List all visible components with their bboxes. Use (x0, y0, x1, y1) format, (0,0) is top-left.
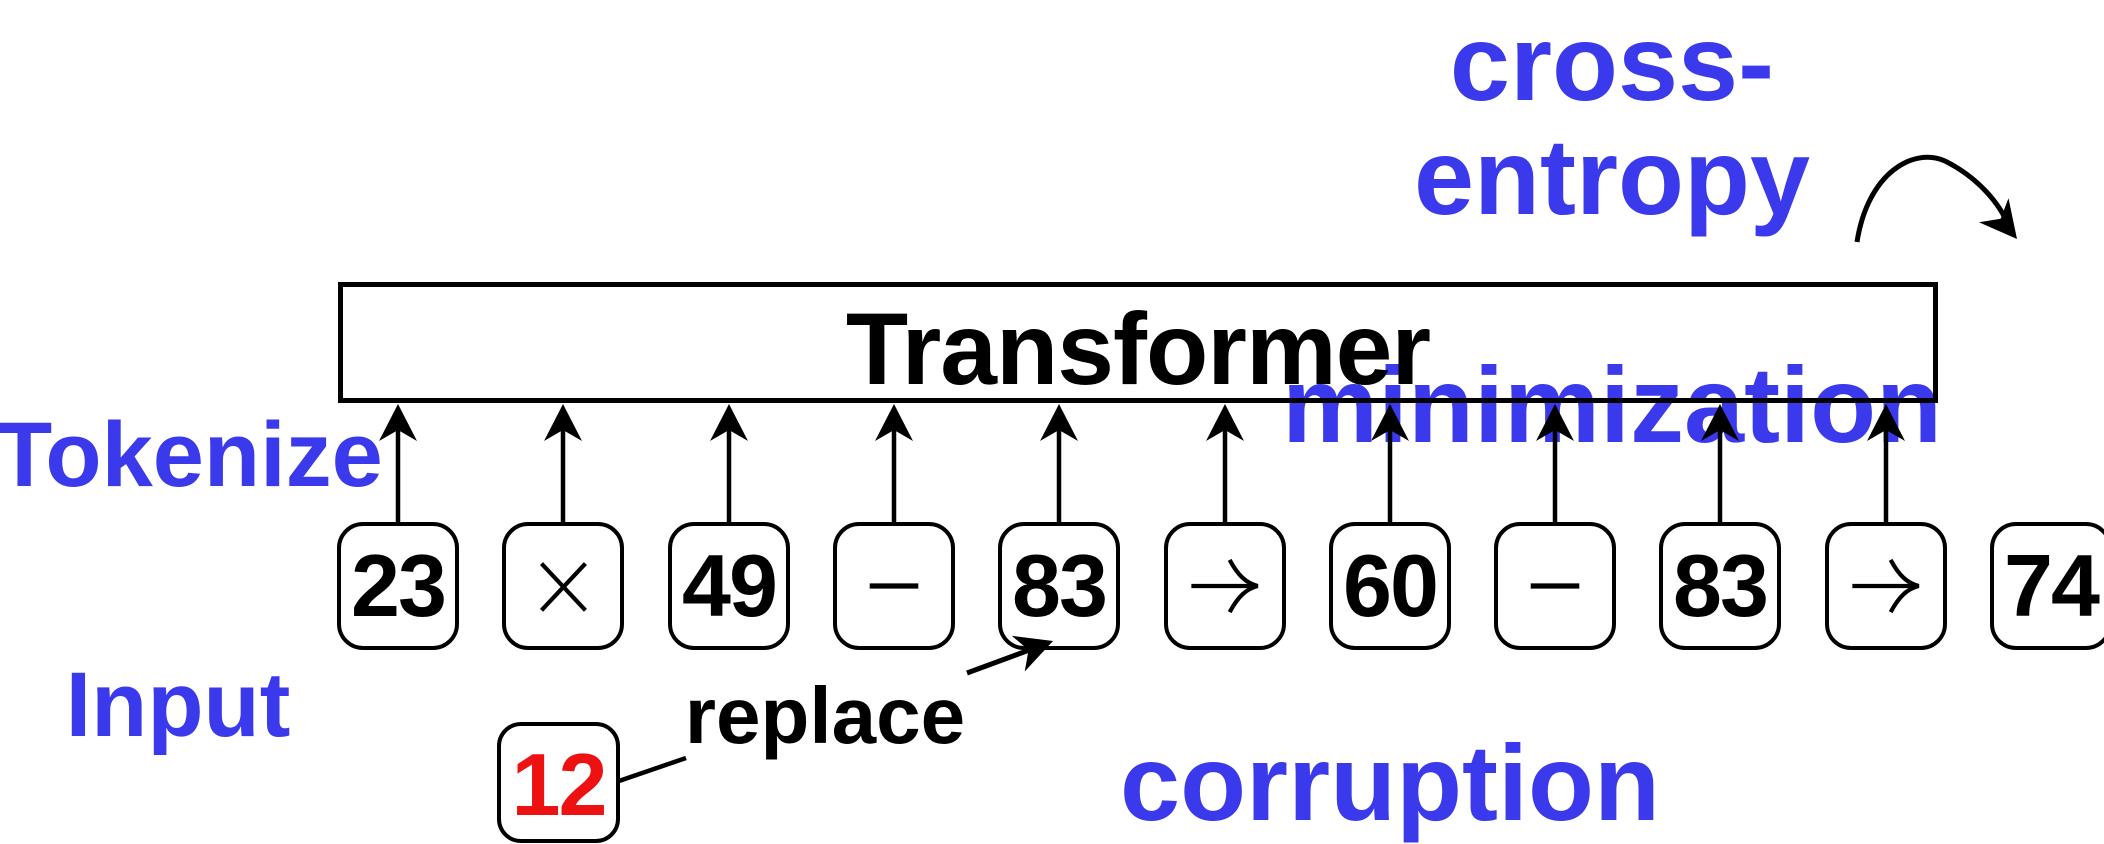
token-box-× (502, 522, 624, 650)
tokenize-line1: Tokenize (0, 404, 383, 506)
transformer-label: Transformer (845, 292, 1431, 406)
token-box-− (1494, 522, 1616, 650)
token-box-23: 23 (337, 522, 459, 650)
token-box-− (833, 522, 955, 650)
token-box-→ (1825, 522, 1947, 650)
token-box-49: 49 (668, 522, 790, 650)
arrow-icon (1191, 558, 1259, 614)
token-value: 83 (1673, 536, 1769, 635)
token-box-83: 83 (998, 522, 1120, 650)
noise-token-box: 12 (497, 722, 620, 843)
token-value: 60 (1343, 536, 1439, 635)
token-arrow (379, 404, 417, 523)
token-value: 74 (2004, 536, 2100, 635)
minus-icon (1530, 583, 1580, 589)
corruption-noise-label: corruption noise (1120, 722, 1660, 844)
token-box-60: 60 (1329, 522, 1451, 650)
tokenize-line2: Input (65, 654, 291, 756)
token-value: 23 (351, 536, 447, 635)
token-value: 49 (682, 536, 778, 635)
token-box-→ (1164, 522, 1286, 650)
token-arrow (1206, 404, 1244, 523)
transformer-box: Transformer (338, 282, 1938, 406)
minus-icon (869, 583, 919, 589)
multiply-icon (539, 562, 587, 612)
token-arrow (710, 404, 748, 523)
noise-leader-line (618, 755, 687, 784)
tokenize-input-label: Tokenize Input (0, 393, 383, 768)
token-box-74: 74 (1990, 522, 2104, 650)
token-value: 83 (1012, 536, 1108, 635)
cross-entropy-line1: cross-entropy (1413, 2, 1811, 237)
token-arrow (1040, 404, 1078, 523)
token-arrow (875, 404, 913, 523)
token-box-83: 83 (1659, 522, 1781, 650)
arrow-icon (1852, 558, 1920, 614)
token-arrow (544, 404, 582, 523)
replace-label: replace (684, 671, 966, 760)
noise-token-value: 12 (511, 734, 608, 834)
